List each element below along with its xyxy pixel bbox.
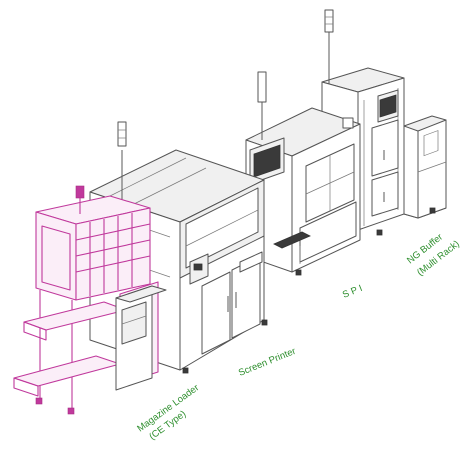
label-screen-printer: Screen Printer [237,346,297,379]
magazine-grid [75,213,151,296]
control-cabinet [115,285,167,391]
spi-machine [245,71,361,276]
label-spi: S P I [341,283,364,301]
